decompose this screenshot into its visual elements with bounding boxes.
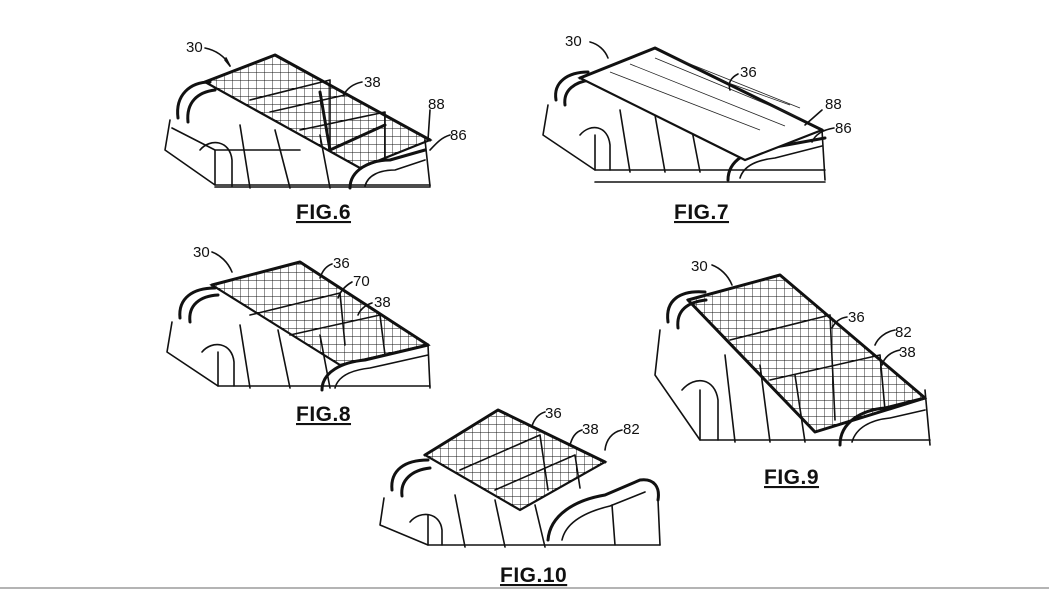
ref-38: 38 xyxy=(899,344,916,361)
ref-30: 30 xyxy=(565,33,582,50)
ref-30: 30 xyxy=(186,39,203,56)
caption-fig10: FIG.10 xyxy=(500,564,567,587)
caption-fig6: FIG.6 xyxy=(296,201,351,224)
vehicle-frame xyxy=(166,286,431,392)
ref-36: 36 xyxy=(848,309,865,326)
ref-88: 88 xyxy=(428,96,445,113)
ref-36: 36 xyxy=(333,255,350,272)
vehicle-frame xyxy=(164,80,431,190)
ref-82: 82 xyxy=(895,324,912,341)
ref-70: 70 xyxy=(353,273,370,290)
vehicle-frame xyxy=(379,458,661,548)
caption-fig9: FIG.9 xyxy=(764,466,819,489)
ref-30: 30 xyxy=(691,258,708,275)
caption-fig8: FIG.8 xyxy=(296,403,351,426)
figure-9: 30 36 82 38 FIG.9 xyxy=(654,258,931,489)
ref-30: 30 xyxy=(193,244,210,261)
ref-36: 36 xyxy=(740,64,757,81)
figure-10: 36 38 82 FIG.10 xyxy=(379,405,661,587)
figure-8: 30 36 70 38 FIG.8 xyxy=(166,244,431,426)
ref-86: 86 xyxy=(835,120,852,137)
ref-88: 88 xyxy=(825,96,842,113)
ref-38: 38 xyxy=(364,74,381,91)
roof-mesh xyxy=(422,408,608,512)
ref-38: 38 xyxy=(582,421,599,438)
ref-86: 86 xyxy=(450,127,467,144)
figure-6: 30 38 88 86 FIG.6 xyxy=(164,39,467,224)
ref-38: 38 xyxy=(374,294,391,311)
roof-mesh xyxy=(202,53,433,170)
caption-fig7: FIG.7 xyxy=(674,201,729,224)
ref-36: 36 xyxy=(545,405,562,422)
ref-82: 82 xyxy=(623,421,640,438)
figure-7: 30 36 88 86 FIG.7 xyxy=(542,33,852,224)
